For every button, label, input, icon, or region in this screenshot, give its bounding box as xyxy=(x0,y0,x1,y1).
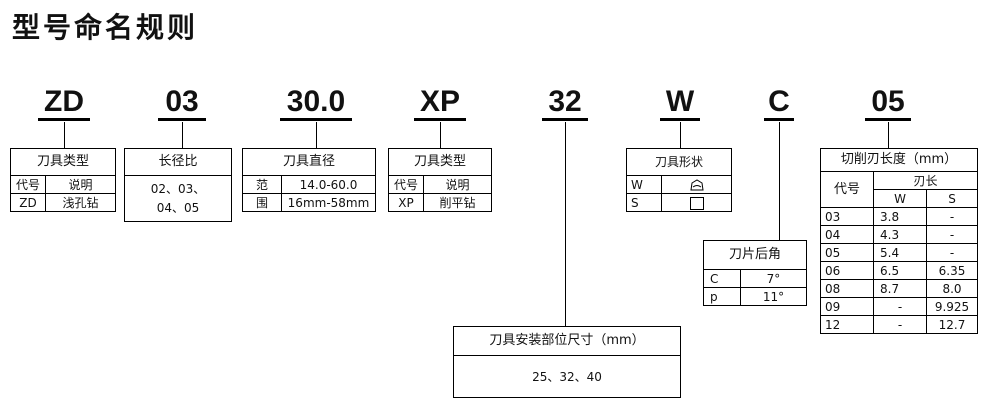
table-cell: 5.4 xyxy=(873,243,927,262)
code-cut-length: 05 xyxy=(865,87,911,121)
table-cell: 4.3 xyxy=(873,225,927,244)
table-cell: - xyxy=(926,207,978,226)
table-header: 刀具直径 xyxy=(242,148,376,176)
table-cell: 12 xyxy=(820,315,874,334)
table-row: 09 - 9.925 xyxy=(820,297,978,316)
table-cell: 浅孔钻 xyxy=(45,193,116,212)
connector-line xyxy=(64,122,65,148)
table-cell: 9.925 xyxy=(926,297,978,316)
table-row: 12 - 12.7 xyxy=(820,315,978,334)
table-cell: 05 xyxy=(820,243,874,262)
page-title: 型号命名规则 xyxy=(12,11,199,44)
ratio-line: 04、05 xyxy=(156,201,200,215)
table-row: 06 6.5 6.35 xyxy=(820,261,978,280)
table-cell: XP xyxy=(388,193,424,212)
connector-line xyxy=(565,122,566,326)
connector-line xyxy=(182,122,183,148)
table-cell: p xyxy=(703,287,741,306)
table-cell: - xyxy=(873,315,927,334)
shape-table: 刀具形状 W S xyxy=(626,148,732,212)
column-header: 刃长 xyxy=(873,171,978,190)
table-cell: 8.7 xyxy=(873,279,927,298)
connector-line xyxy=(680,122,681,148)
column-header: W xyxy=(873,189,927,208)
connector-line xyxy=(779,122,780,240)
table-row: 05 5.4 - xyxy=(820,243,978,262)
table-cell: 14.0-60.0 xyxy=(281,175,376,194)
table-cell: - xyxy=(926,243,978,262)
table-cell: - xyxy=(926,225,978,244)
table-cell: W xyxy=(626,175,662,194)
code-angle: C xyxy=(764,87,794,121)
table-row: 03 3.8 - xyxy=(820,207,978,226)
range-label: 围 xyxy=(242,193,282,212)
square-icon xyxy=(661,193,732,212)
diameter-table: 刀具直径 范 14.0-60.0 围 16mm-58mm xyxy=(242,148,376,212)
table-header: 刀具类型 xyxy=(10,148,116,176)
table-header: 切削刃长度（mm） xyxy=(820,148,978,172)
table-header: 刀具类型 xyxy=(388,148,492,176)
tool-type-table: 刀具类型 代号 说明 XP 削平钻 xyxy=(388,148,492,212)
table-cell: 16mm-58mm xyxy=(281,193,376,212)
connector-line xyxy=(888,122,889,148)
table-header: 刀片后角 xyxy=(703,240,807,270)
column-header: 代号 xyxy=(388,175,424,194)
table-cell: 11° xyxy=(740,287,807,306)
table-header: 刀具安装部位尺寸（mm） xyxy=(454,327,680,356)
table-row: 08 8.7 8.0 xyxy=(820,279,978,298)
table-cell: 8.0 xyxy=(926,279,978,298)
code-diameter: 30.0 xyxy=(280,87,352,121)
table-cell: 3.8 xyxy=(873,207,927,226)
table-cell: 12.7 xyxy=(926,315,978,334)
column-header: 说明 xyxy=(423,175,492,194)
table-header: 刀具形状 xyxy=(626,148,732,176)
code-xp: XP xyxy=(414,87,466,121)
table-cell: 06 xyxy=(820,261,874,280)
angle-table: 刀片后角 C 7° p 11° xyxy=(703,240,807,306)
table-cell: 6.5 xyxy=(873,261,927,280)
code-mount: 32 xyxy=(542,87,588,121)
cut-length-table: 切削刃长度（mm） 代号 刃长 W S 03 3.8 - 04 4.3 - 05… xyxy=(820,148,978,334)
column-header: 代号 xyxy=(820,171,874,208)
table-cell: 03 xyxy=(820,207,874,226)
table-cell: - xyxy=(873,297,927,316)
code-shape: W xyxy=(660,87,700,121)
column-header: 代号 xyxy=(10,175,46,194)
table-cell: 04 xyxy=(820,225,874,244)
table-cell: C xyxy=(703,269,741,288)
hole-type-table: 刀具类型 代号 说明 ZD 浅孔钻 xyxy=(10,148,116,212)
code-ratio: 03 xyxy=(158,87,206,121)
table-cell: 08 xyxy=(820,279,874,298)
table-cell: S xyxy=(626,193,662,212)
table-row: 04 4.3 - xyxy=(820,225,978,244)
code-zd: ZD xyxy=(38,87,90,121)
mount-values: 25、32、40 xyxy=(532,370,602,384)
column-header: S xyxy=(926,189,978,208)
mount-size-box: 刀具安装部位尺寸（mm） 25、32、40 xyxy=(453,326,681,398)
connector-line xyxy=(440,122,441,148)
column-header: 说明 xyxy=(45,175,116,194)
table-cell: 6.35 xyxy=(926,261,978,280)
blade-shape-icon xyxy=(661,175,732,194)
table-cell: 7° xyxy=(740,269,807,288)
ratio-box: 长径比 02、03、 04、05 xyxy=(124,148,232,222)
ratio-line: 02、03、 xyxy=(150,182,206,196)
table-cell: 09 xyxy=(820,297,874,316)
table-cell: 削平钻 xyxy=(423,193,492,212)
table-cell: ZD xyxy=(10,193,46,212)
table-header: 长径比 xyxy=(125,149,231,176)
range-label: 范 xyxy=(242,175,282,194)
connector-line xyxy=(316,122,317,148)
